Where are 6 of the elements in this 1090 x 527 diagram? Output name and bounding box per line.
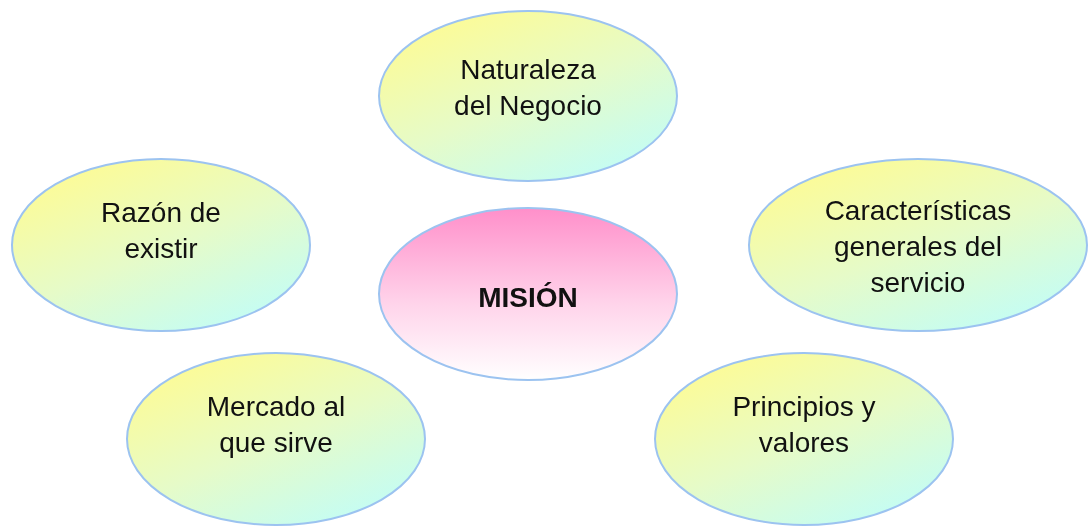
topic-label: Principios y valores	[731, 390, 877, 460]
topic-label: Razón de existir	[100, 196, 222, 266]
topic-label: Mercado al que sirve	[205, 390, 347, 460]
topic-label: Características generales del servicio	[823, 194, 1013, 300]
topic-label: Naturaleza del Negocio	[453, 53, 603, 123]
central-title: MISIÓN	[477, 281, 579, 315]
